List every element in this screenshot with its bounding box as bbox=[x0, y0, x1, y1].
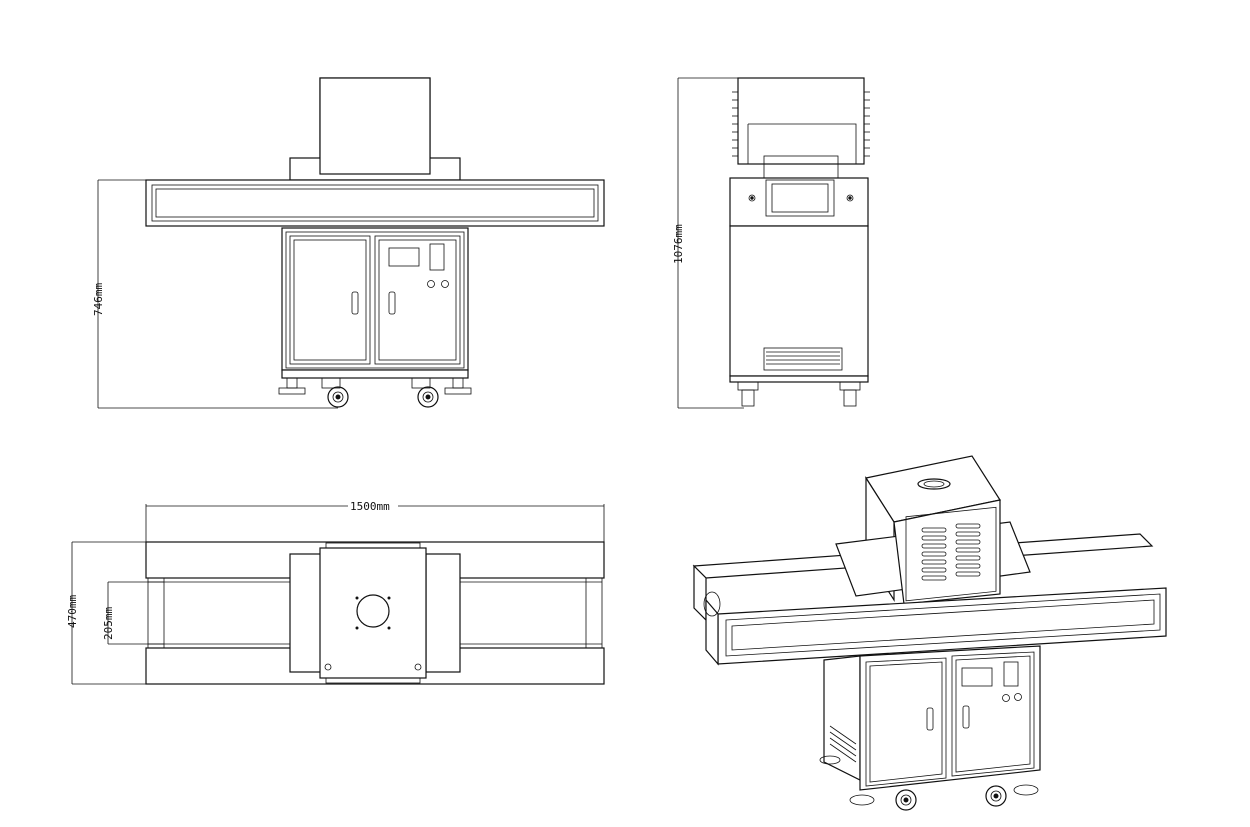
side-base bbox=[729, 375, 869, 383]
front-left-door bbox=[289, 235, 371, 365]
front-right-door bbox=[374, 235, 461, 365]
iso-housing-front bbox=[893, 499, 1001, 605]
front-door-handle bbox=[388, 291, 396, 315]
iso-door-handle bbox=[926, 707, 934, 731]
top-shoulder-right bbox=[425, 553, 461, 673]
front-height-dimension bbox=[97, 179, 338, 409]
front-wheels bbox=[321, 377, 439, 408]
iso-switch-panel bbox=[1003, 661, 1019, 687]
iso-wheels bbox=[895, 785, 1007, 811]
top-exhaust-port bbox=[356, 594, 390, 628]
front-feet bbox=[278, 377, 472, 395]
iso-exhaust-port bbox=[917, 478, 951, 490]
front-display-panel bbox=[388, 247, 420, 267]
top-shoulder-left bbox=[289, 553, 325, 673]
iso-right-door bbox=[951, 651, 1035, 777]
side-wheels bbox=[737, 381, 861, 407]
front-switch-panel bbox=[429, 243, 445, 271]
front-knob bbox=[441, 280, 449, 288]
top-belt-label: 205mm bbox=[102, 607, 115, 640]
side-bolt bbox=[846, 194, 854, 202]
iso-display-panel bbox=[961, 667, 993, 687]
iso-front-beam-end bbox=[705, 598, 719, 666]
side-bolt bbox=[748, 194, 756, 202]
top-width-dimension bbox=[145, 504, 605, 542]
top-depth-label: 470mm bbox=[66, 595, 79, 628]
top-lamp-housing bbox=[319, 547, 427, 679]
front-door-handle bbox=[351, 291, 359, 315]
side-cabinet bbox=[729, 225, 869, 377]
top-width-label: 1500mm bbox=[350, 500, 390, 513]
iso-feet bbox=[819, 755, 1039, 806]
side-vent-grille bbox=[763, 347, 843, 371]
front-base-rail bbox=[281, 369, 469, 379]
iso-cabinet-front bbox=[859, 645, 1041, 791]
iso-vent-slots bbox=[921, 523, 981, 581]
top-depth-dimension bbox=[71, 541, 146, 685]
iso-cabinet-vents bbox=[829, 725, 857, 763]
side-lamp-reflector bbox=[747, 123, 857, 164]
iso-door-handle bbox=[962, 705, 970, 729]
iso-view bbox=[692, 455, 1167, 811]
side-height-label: 1076mm bbox=[672, 224, 685, 264]
side-view: 1076mm bbox=[672, 77, 870, 409]
iso-knob bbox=[1014, 693, 1022, 701]
front-height-label: 746mm bbox=[92, 283, 105, 316]
front-view: 746mm bbox=[92, 77, 605, 409]
iso-knob bbox=[1002, 694, 1010, 702]
side-fins bbox=[732, 91, 870, 157]
iso-left-door bbox=[865, 657, 947, 787]
front-knob bbox=[427, 280, 435, 288]
top-belt-dimension bbox=[107, 581, 164, 645]
top-view: 1500mm 470mm 205mm bbox=[66, 500, 605, 685]
front-conveyor-beam bbox=[145, 179, 605, 227]
side-height-dimension bbox=[677, 77, 744, 409]
side-lamp-head bbox=[737, 77, 865, 165]
side-conveyor-block bbox=[729, 177, 869, 227]
